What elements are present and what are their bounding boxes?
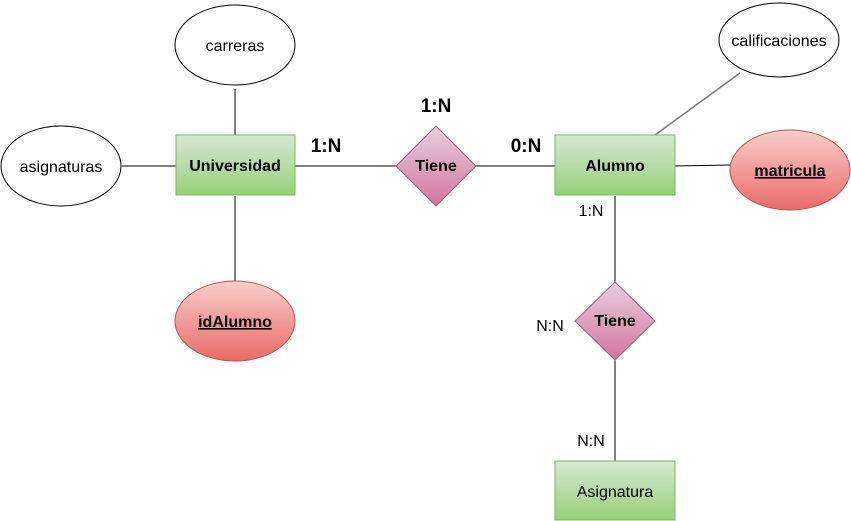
cardinality-tiene-lower-left: N:N bbox=[536, 318, 564, 335]
relation-tiene-lower-label: Tiene bbox=[594, 313, 636, 330]
attribute-calificaciones[interactable]: calificaciones bbox=[718, 2, 840, 78]
attribute-matricula-key[interactable]: matricula bbox=[729, 129, 851, 211]
attribute-carreras[interactable]: carreras bbox=[174, 4, 296, 86]
attribute-matricula-label: matricula bbox=[754, 163, 825, 180]
entity-asignatura[interactable]: Asignatura bbox=[554, 460, 676, 521]
entity-asignatura-label: Asignatura bbox=[577, 484, 654, 501]
relation-tiene-lower[interactable]: Tiene bbox=[574, 281, 656, 361]
cardinality-asignatura-top: N:N bbox=[577, 433, 605, 450]
entity-universidad-label: Universidad bbox=[189, 158, 281, 175]
relation-tiene-main[interactable]: Tiene bbox=[395, 125, 477, 207]
cardinality-tiene-top: 1:N bbox=[421, 96, 452, 117]
relation-tiene-main-label: Tiene bbox=[415, 158, 457, 175]
cardinality-alumno-bottom: 1:N bbox=[579, 203, 604, 220]
attribute-asignaturas-label: asignaturas bbox=[20, 159, 103, 176]
cardinality-alumno-side: 0:N bbox=[511, 136, 542, 157]
edge-alumno-matricula bbox=[674, 164, 731, 167]
entity-alumno[interactable]: Alumno bbox=[554, 134, 676, 196]
entity-universidad[interactable]: Universidad bbox=[175, 134, 296, 196]
attribute-idalumno-label: idAlumno bbox=[198, 314, 272, 331]
attribute-carreras-label: carreras bbox=[206, 38, 265, 55]
attribute-asignaturas[interactable]: asignaturas bbox=[0, 125, 122, 207]
edge-alumno-calificaciones bbox=[654, 72, 741, 136]
attribute-calificaciones-label: calificaciones bbox=[731, 33, 826, 50]
entity-alumno-label: Alumno bbox=[585, 158, 645, 175]
attribute-idalumno-key[interactable]: idAlumno bbox=[174, 280, 296, 362]
cardinality-universidad-side: 1:N bbox=[311, 136, 342, 157]
